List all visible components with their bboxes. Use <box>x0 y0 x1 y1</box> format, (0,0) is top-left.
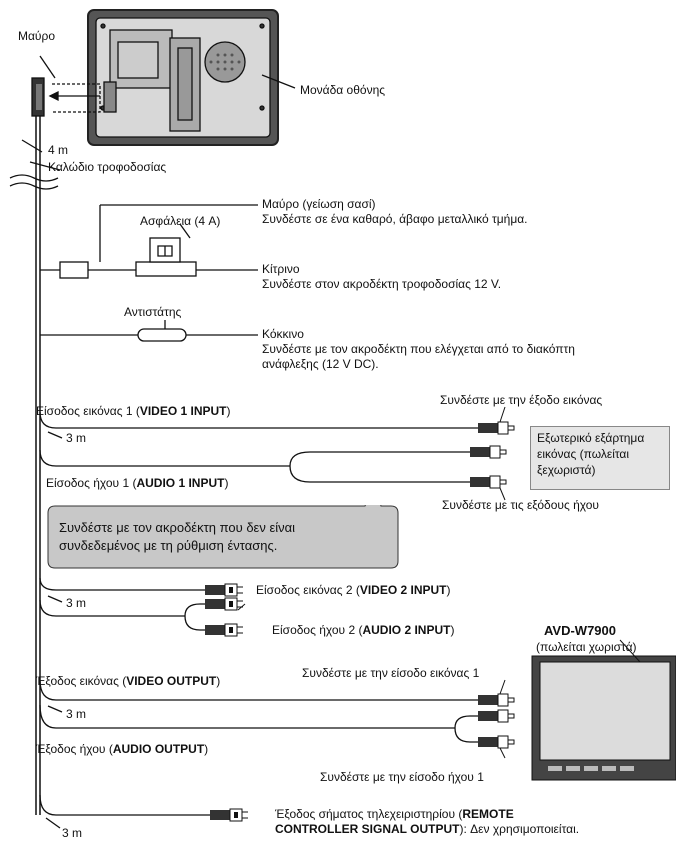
ext-device-line1: Εξωτερικό εξάρτημα <box>537 431 645 445</box>
note-callout: Συνδέστε με τον ακροδέκτη που δεν είναι … <box>47 505 399 569</box>
length-4m-label: 4 m <box>48 143 69 157</box>
connect-audio-outs-label: Συνδέστε με τις εξόδους ήχου <box>442 498 599 512</box>
connect-audio-in1-label: Συνδέστε με την είσοδο ήχου 1 <box>320 770 484 784</box>
remote-output-label: Έξοδος σήματος τηλεχειριστηρίου (REMOTE <box>275 807 514 821</box>
ext-device-line2: εικόνας (πωλείται <box>537 447 630 461</box>
video2-input-label: Είσοδος εικόνας 2 (VIDEO 2 INPUT) <box>256 583 451 597</box>
note-line2: συνδεδεμένος με τη ρύθμιση έντασης. <box>59 538 278 553</box>
power-cable-label: Καλώδιο τροφοδοσίας <box>48 160 167 174</box>
rca-plug-icon <box>478 735 515 749</box>
rca-jack-icon <box>210 808 248 822</box>
rca-plug-icon <box>478 709 515 723</box>
resistor-label: Αντιστάτης <box>124 305 182 319</box>
video-output-label: Έξοδος εικόνας (VIDEO OUTPUT) <box>36 674 221 688</box>
length-3m-label-d: 3 m <box>62 826 83 840</box>
rca-jack-icon <box>205 623 243 637</box>
display-unit-rear-icon <box>87 9 279 146</box>
rca-plug-icon <box>470 475 507 489</box>
red-label: Κόκκινο <box>262 327 304 341</box>
rca-plugs <box>205 421 515 822</box>
remote-output-label-line2: CONTROLLER SIGNAL OUTPUT): Δεν χρησιμοπο… <box>275 822 580 836</box>
yellow-desc: Συνδέστε στον ακροδέκτη τροφοδοσίας 12 V… <box>262 277 502 291</box>
avd-sold-separately-label: (πωλείται χωριστά) <box>536 640 637 654</box>
length-3m-label-c: 3 m <box>66 707 87 721</box>
rca-plug-icon <box>478 421 515 435</box>
connect-video-out-label: Συνδέστε με την έξοδο εικόνας <box>440 393 603 407</box>
rca-plug-icon <box>470 445 507 459</box>
note-line1: Συνδέστε με τον ακροδέκτη που δεν είναι <box>59 520 296 535</box>
avd-model-label: AVD-W7900 <box>544 623 617 638</box>
length-3m-label-a: 3 m <box>66 431 87 445</box>
black-ground-label: Μαύρο (γείωση σασί) <box>262 197 376 211</box>
rca-jack-icon <box>205 597 243 611</box>
audio-output-label: Έξοδος ήχου (AUDIO OUTPUT) <box>36 742 209 756</box>
audio1-input-label: Είσοδος ήχου 1 (AUDIO 1 INPUT) <box>46 476 229 490</box>
yellow-label: Κίτρινο <box>262 262 300 276</box>
audio2-input-label: Είσοδος ήχου 2 (AUDIO 2 INPUT) <box>272 623 455 637</box>
black-connector-label: Μαύρο <box>18 29 55 43</box>
avd-monitor-icon <box>531 639 676 781</box>
display-unit-label: Μονάδα οθόνης <box>300 83 386 97</box>
connect-video-in1-label: Συνδέστε με την είσοδο εικόνας 1 <box>302 666 480 680</box>
red-desc-line1: Συνδέστε με τον ακροδέκτη που ελέγχεται … <box>262 342 575 356</box>
fuse-label: Ασφάλεια (4 A) <box>140 214 221 228</box>
ext-device-line3: ξεχωριστά) <box>537 463 596 477</box>
length-3m-label-b: 3 m <box>66 596 87 610</box>
external-device-box: Εξωτερικό εξάρτημα εικόνας (πωλείται ξεχ… <box>530 426 670 490</box>
black-connector-icon <box>31 77 101 117</box>
video1-input-label: Είσοδος εικόνας 1 (VIDEO 1 INPUT) <box>36 404 231 418</box>
black-ground-desc: Συνδέστε σε ένα καθαρό, άβαφο μεταλλικό … <box>262 212 528 226</box>
red-desc-line2: ανάφλεξης (12 V DC). <box>262 357 379 371</box>
rca-jack-icon <box>205 583 243 597</box>
rca-plug-icon <box>478 693 515 707</box>
